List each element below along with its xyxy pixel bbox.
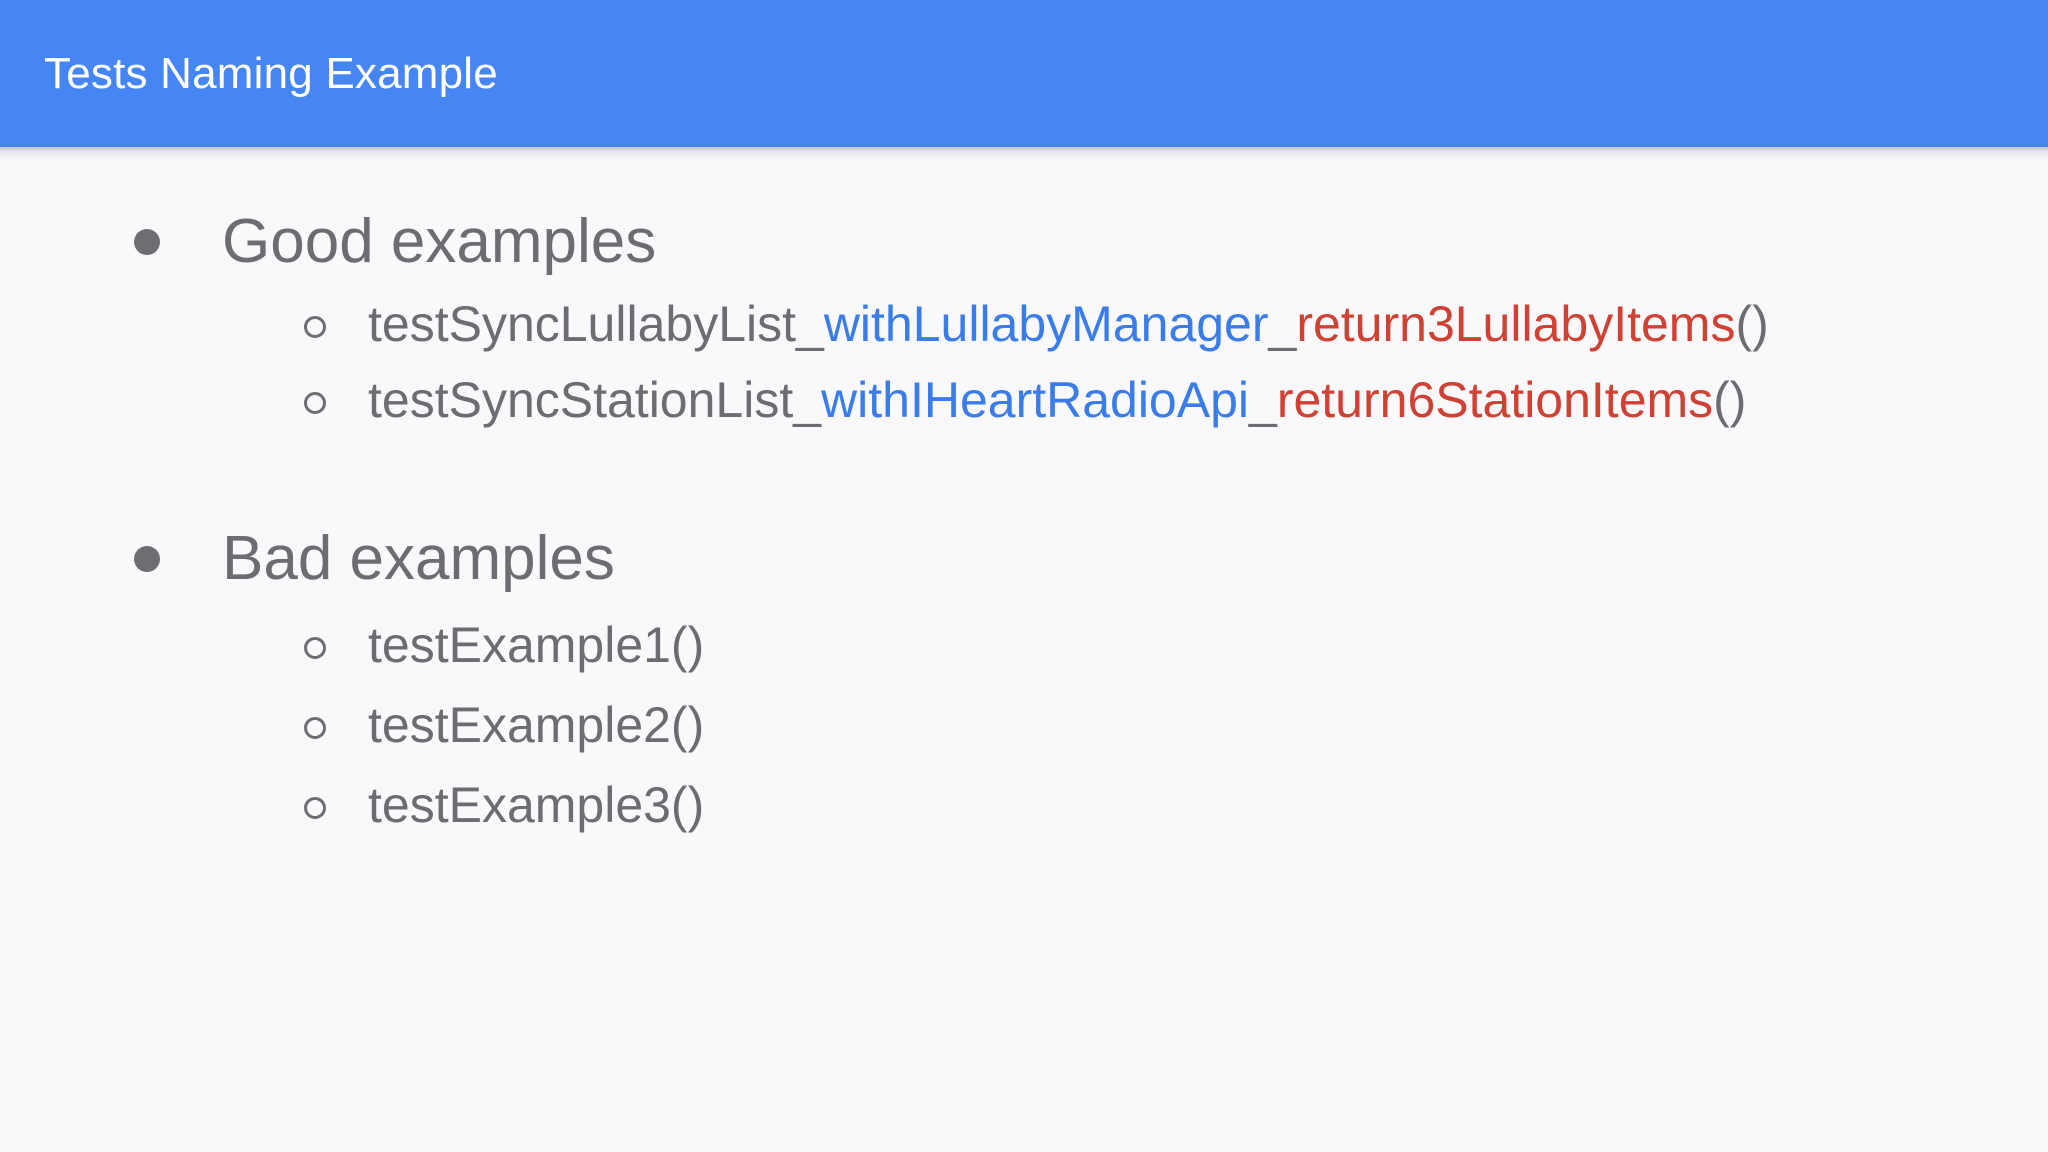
slide-header-bar: Tests Naming Example — [0, 0, 2048, 147]
hollow-circle-bullet-icon — [304, 717, 326, 740]
segment-expectation: return3LullabyItems — [1296, 296, 1736, 353]
sublist-bad-examples: testExample1() testExample2() testExampl… — [60, 613, 1988, 837]
slide-body: Good examples testSyncLullabyList_withLu… — [0, 163, 2048, 1152]
header-shadow — [0, 147, 2048, 163]
group-heading-bad: Bad examples — [222, 524, 615, 594]
list-item: testExample3() — [304, 773, 1988, 837]
test-name-bad-2: testExample2() — [368, 697, 705, 754]
list-item: testExample1() — [304, 613, 1988, 677]
segment-condition: withLullabyManager — [823, 296, 1269, 353]
segment-parens: () — [1735, 296, 1769, 353]
test-name-bad-1: testExample1() — [368, 617, 705, 674]
bullet-group-bad-examples: Bad examples testExample1() testExample2… — [60, 522, 1988, 837]
segment-separator: _ — [1268, 296, 1297, 353]
hollow-circle-bullet-icon — [304, 637, 326, 660]
segment-separator: _ — [1249, 372, 1277, 429]
sublist-good-examples: testSyncLullabyList_withLullabyManager_r… — [60, 292, 1988, 432]
test-name-good-1: testSyncLullabyList_withLullabyManager_r… — [368, 292, 1769, 356]
segment-parens: () — [1713, 372, 1747, 429]
segment-condition: withIHeartRadioApi — [821, 372, 1250, 429]
page-title: Tests Naming Example — [44, 48, 498, 98]
list-item: testExample2() — [304, 693, 1988, 757]
hollow-circle-bullet-icon — [304, 316, 326, 339]
hollow-circle-bullet-icon — [304, 797, 326, 820]
test-name-good-2: testSyncStationList_withIHeartRadioApi_r… — [368, 368, 1746, 432]
list-item: Good examples — [134, 205, 1988, 278]
list-item: Bad examples — [134, 522, 1988, 595]
segment-expectation: return6StationItems — [1276, 372, 1714, 429]
test-name-bad-3: testExample3() — [368, 777, 705, 834]
filled-circle-bullet-icon — [134, 546, 160, 573]
segment-prefix: testSyncLullabyList_ — [368, 296, 824, 353]
group-spacer — [60, 444, 1988, 522]
hollow-circle-bullet-icon — [304, 392, 326, 415]
bullet-group-good-examples: Good examples testSyncLullabyList_withLu… — [60, 205, 1988, 432]
filled-circle-bullet-icon — [134, 229, 160, 255]
group-heading-good: Good examples — [222, 207, 657, 276]
segment-prefix: testSyncStationList_ — [368, 372, 822, 429]
list-item: testSyncLullabyList_withLullabyManager_r… — [304, 292, 1988, 356]
list-item: testSyncStationList_withIHeartRadioApi_r… — [304, 368, 1988, 432]
